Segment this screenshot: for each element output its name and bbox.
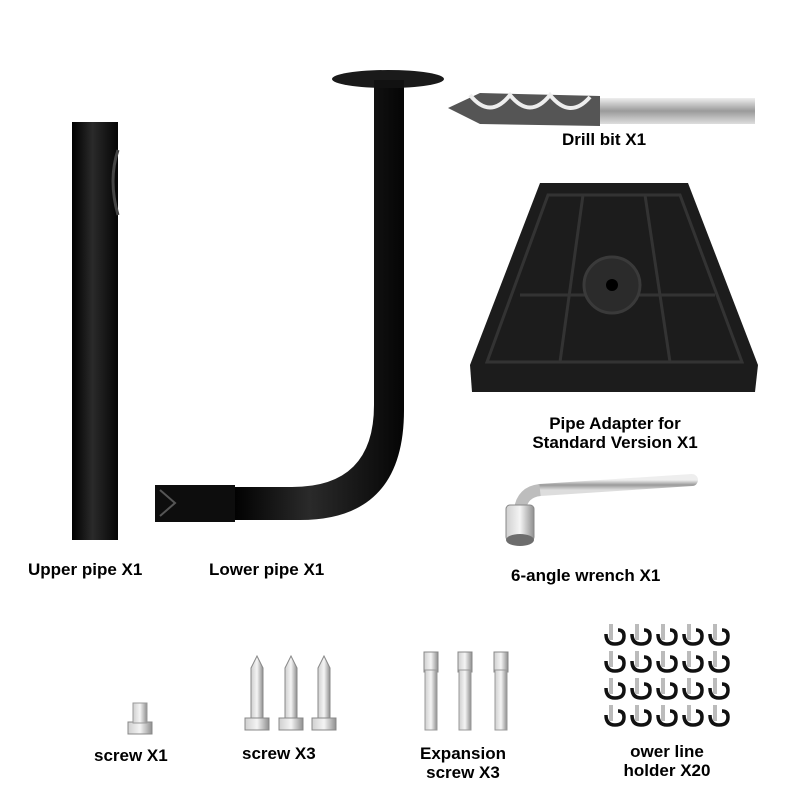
power-line-holder [708, 705, 730, 727]
power-line-holder [630, 678, 652, 700]
power-line-holder [656, 678, 678, 700]
upper-pipe-image [72, 122, 120, 540]
power-line-holder [630, 651, 652, 673]
holder-label: ower line holder X20 [602, 742, 732, 780]
pipe-adapter-label-line1: Pipe Adapter for [549, 414, 681, 433]
power-line-holder [604, 651, 626, 673]
upper-pipe-label: Upper pipe X1 [28, 560, 143, 579]
wrench-label: 6-angle wrench X1 [511, 566, 661, 585]
lower-pipe-label: Lower pipe X1 [209, 560, 325, 579]
power-line-holder [682, 705, 704, 727]
power-line-holder [708, 624, 730, 646]
wrench-image [505, 474, 698, 546]
expansion-screw-image [423, 651, 509, 731]
expansion-screw-label: Expansion screw X3 [398, 744, 528, 782]
power-line-holders-image [604, 624, 730, 727]
drill-bit-image [448, 91, 755, 126]
power-line-holder [604, 624, 626, 646]
screw-triple-image [244, 654, 337, 731]
power-line-holder [682, 678, 704, 700]
power-line-holder [656, 624, 678, 646]
holder-label-line2: holder X20 [623, 761, 711, 780]
power-line-holder [682, 651, 704, 673]
lower-pipe-image [155, 70, 444, 522]
screw-single-label: screw X1 [94, 746, 168, 765]
expansion-screw-label-line2: screw X3 [426, 763, 500, 782]
power-line-holder [708, 678, 730, 700]
power-line-holder [630, 705, 652, 727]
pipe-adapter-image [470, 183, 758, 392]
power-line-holder [656, 705, 678, 727]
power-line-holder [656, 651, 678, 673]
power-line-holder [708, 651, 730, 673]
power-line-holder [604, 705, 626, 727]
pipe-adapter-label-line2: Standard Version X1 [532, 433, 698, 452]
screw-triple-label: screw X3 [242, 744, 316, 763]
power-line-holder [604, 678, 626, 700]
power-line-holder [630, 624, 652, 646]
drill-bit-label: Drill bit X1 [562, 130, 647, 149]
expansion-screw-label-line1: Expansion [420, 744, 506, 763]
screw-single-image [127, 702, 153, 735]
power-line-holder [682, 624, 704, 646]
holder-label-line1: ower line [630, 742, 704, 761]
pipe-adapter-label: Pipe Adapter for Standard Version X1 [490, 414, 740, 452]
